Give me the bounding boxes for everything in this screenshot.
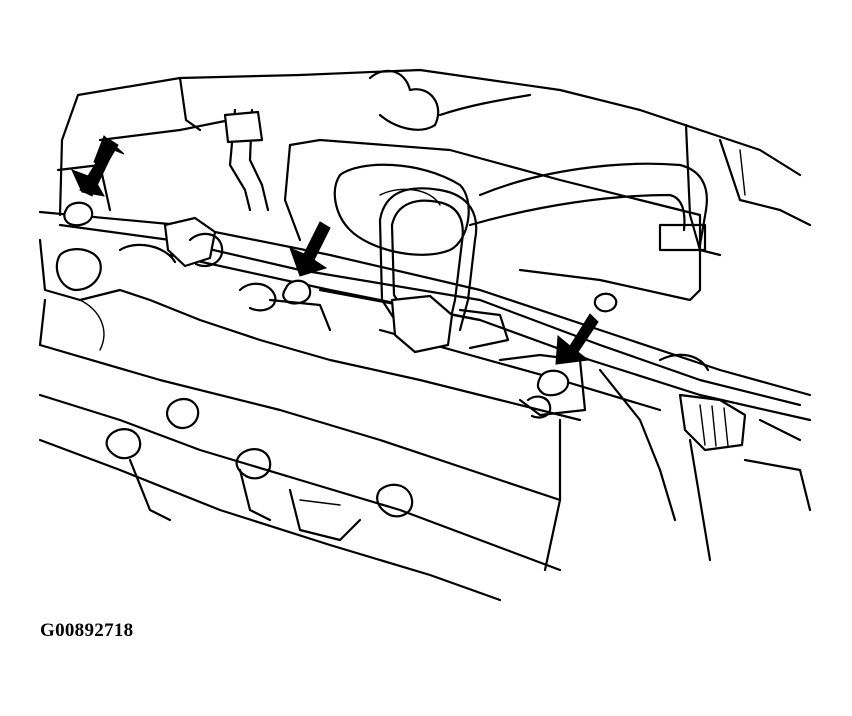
arrow-right-bolt (555, 313, 599, 365)
bolt-brackets (56, 163, 587, 419)
right-frame (598, 368, 812, 562)
upper-engine-components (58, 68, 812, 257)
figure-code-label: G00892718 (40, 620, 134, 641)
arrow-left-bolt (71, 135, 125, 197)
injector-bosses (105, 397, 414, 542)
arrow-center-bolt (289, 221, 331, 277)
intake-assembly (283, 138, 702, 313)
harness-connectors (163, 216, 747, 452)
wire-harness (223, 108, 478, 332)
callout-arrows (71, 135, 599, 365)
coolant-hose (468, 162, 708, 252)
lower-manifold (38, 238, 582, 602)
